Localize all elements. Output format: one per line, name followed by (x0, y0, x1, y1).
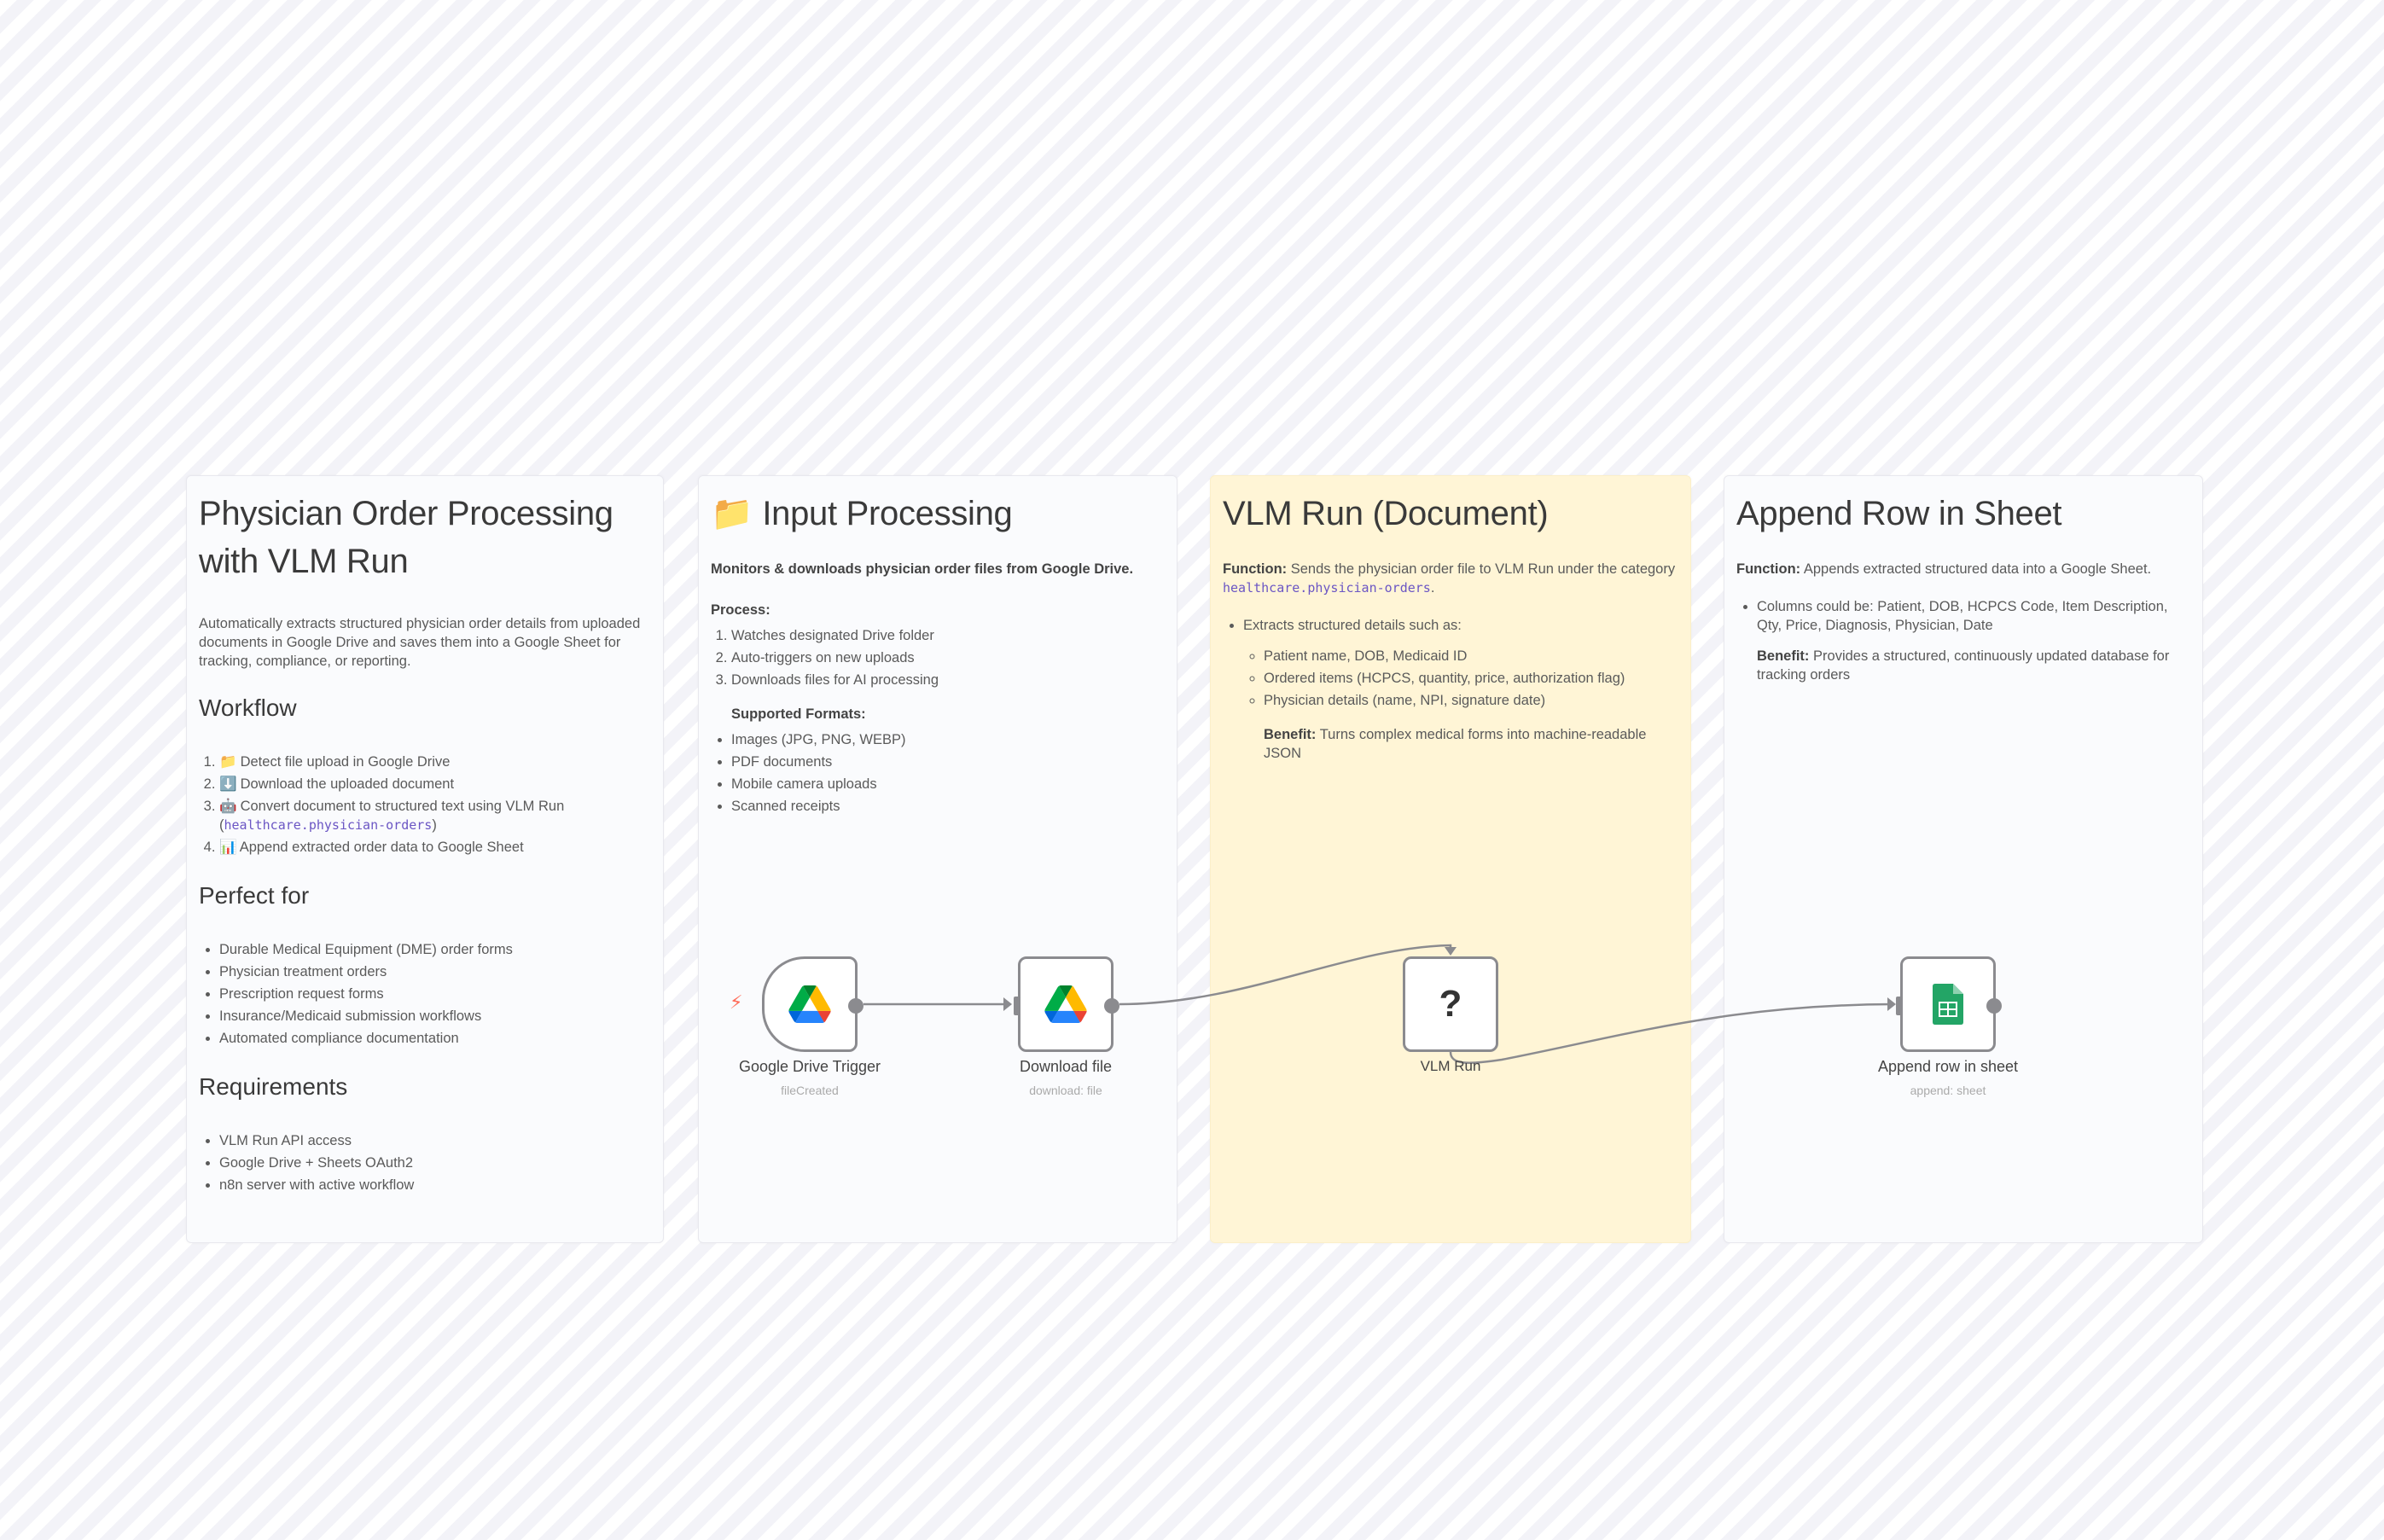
requirements-list: VLM Run API access Google Drive + Sheets… (199, 1131, 651, 1194)
overview-title: Physician Order Processing with VLM Run (199, 495, 613, 580)
vlm-function: Function: Sends the physician order file… (1223, 561, 1676, 596)
list-item: n8n server with active workflow (219, 1176, 651, 1194)
output-handle[interactable] (1986, 998, 2002, 1014)
workflow-step: ⬇️ Download the uploaded document (219, 775, 651, 793)
vlm-run-title: VLM Run (Document) (1223, 495, 1549, 532)
list-item: Durable Medical Equipment (DME) order fo… (219, 940, 651, 959)
list-item: Insurance/Medicaid submission workflows (219, 1007, 651, 1026)
node-subtitle: append: sheet (1910, 1084, 1986, 1097)
node-label: Append row in sheet (1877, 1058, 2019, 1075)
list-item: VLM Run API access (219, 1131, 651, 1150)
list-item: Mobile camera uploads (731, 775, 1165, 793)
node-subtitle: download: file (1029, 1084, 1102, 1097)
input-handle[interactable] (1014, 997, 1020, 1015)
list-item: Scanned receipts (731, 797, 1165, 816)
list-item: Watches designated Drive folder (731, 626, 1165, 645)
node-subtitle: fileCreated (781, 1084, 839, 1097)
append-function: Function: Appends extracted structured d… (1736, 561, 2152, 577)
list-item: Physician details (name, NPI, signature … (1264, 691, 1678, 710)
category-code: healthcare.physician-orders (1223, 580, 1431, 596)
list-item: Extracts structured details such as: Pat… (1243, 616, 1678, 763)
perfect-for-heading: Perfect for (199, 882, 310, 909)
input-processing-title: 📁 Input Processing (711, 495, 1013, 532)
formats-label: Supported Formats: (731, 706, 866, 722)
input-processing-sticky-note[interactable]: 📁 Input Processing Monitors & downloads … (698, 475, 1177, 1243)
category-code: healthcare.physician-orders (224, 817, 433, 833)
node-label: Download file (1019, 1058, 1113, 1075)
input-handle[interactable] (1896, 997, 1903, 1015)
robot-icon: 🤖 (219, 799, 237, 814)
trigger-bolt-icon: ⚡ (730, 991, 743, 1013)
google-drive-icon (788, 985, 831, 1023)
folder-icon: 📁 (219, 754, 237, 770)
list-item: PDF documents (731, 753, 1165, 771)
workflow-step: 🤖 Convert document to structured text us… (219, 797, 651, 834)
list-item: Columns could be: Patient, DOB, HCPCS Co… (1757, 597, 2190, 684)
append-benefit: Benefit: Provides a structured, continuo… (1757, 648, 2170, 683)
process-label: Process: (711, 602, 770, 618)
workflow-heading: Workflow (199, 694, 297, 721)
overview-sticky-note[interactable]: Physician Order Processing with VLM Run … (186, 475, 664, 1243)
output-handle[interactable] (1104, 998, 1119, 1014)
output-handle[interactable] (848, 998, 863, 1014)
list-item: Patient name, DOB, Medicaid ID (1264, 647, 1678, 665)
list-item: Downloads files for AI processing (731, 671, 1165, 689)
google-drive-icon (1044, 985, 1087, 1023)
workflow-steps: 📁 Detect file upload in Google Drive ⬇️ … (199, 753, 651, 857)
node-google-drive-trigger[interactable] (762, 956, 863, 1052)
list-item: Images (JPG, PNG, WEBP) (731, 730, 1165, 749)
append-row-sticky-note[interactable]: Append Row in Sheet Function: Appends ex… (1724, 475, 2203, 1243)
list-item: Google Drive + Sheets OAuth2 (219, 1154, 651, 1172)
list-item: Ordered items (HCPCS, quantity, price, a… (1264, 669, 1678, 688)
workflow-step: 📁 Detect file upload in Google Drive (219, 753, 651, 771)
list-item: Auto-triggers on new uploads (731, 648, 1165, 667)
list-item: Prescription request forms (219, 985, 651, 1003)
list-item: Physician treatment orders (219, 962, 651, 981)
input-lead: Monitors & downloads physician order fil… (711, 561, 1134, 577)
node-label: VLM Run (1420, 1058, 1481, 1074)
folder-icon: 📁 (711, 495, 753, 532)
node-vlm-run[interactable]: ? (1403, 956, 1498, 1052)
node-label: Google Drive Trigger (738, 1058, 881, 1075)
vlm-run-sticky-note[interactable]: VLM Run (Document) Function: Sends the p… (1210, 475, 1691, 1243)
append-row-title: Append Row in Sheet (1736, 495, 2062, 532)
node-append-row-in-sheet[interactable] (1896, 956, 2002, 1052)
extracted-details: Patient name, DOB, Medicaid ID Ordered i… (1243, 647, 1678, 710)
process-steps: Watches designated Drive folder Auto-tri… (711, 626, 1165, 689)
vlm-benefit: Benefit: Turns complex medical forms int… (1264, 727, 1647, 761)
node-download-file[interactable] (1014, 956, 1119, 1052)
unknown-node-icon: ? (1439, 983, 1462, 1025)
workflow-step: 📊 Append extracted order data to Google … (219, 838, 651, 857)
requirements-heading: Requirements (199, 1073, 348, 1100)
chart-icon: 📊 (219, 840, 237, 855)
formats-list: Images (JPG, PNG, WEBP) PDF documents Mo… (711, 730, 1165, 816)
list-item: Automated compliance documentation (219, 1029, 651, 1048)
overview-description: Automatically extracts structured physic… (199, 616, 641, 669)
download-icon: ⬇️ (219, 776, 237, 792)
perfect-for-list: Durable Medical Equipment (DME) order fo… (199, 940, 651, 1048)
google-sheets-icon (1933, 984, 1963, 1025)
